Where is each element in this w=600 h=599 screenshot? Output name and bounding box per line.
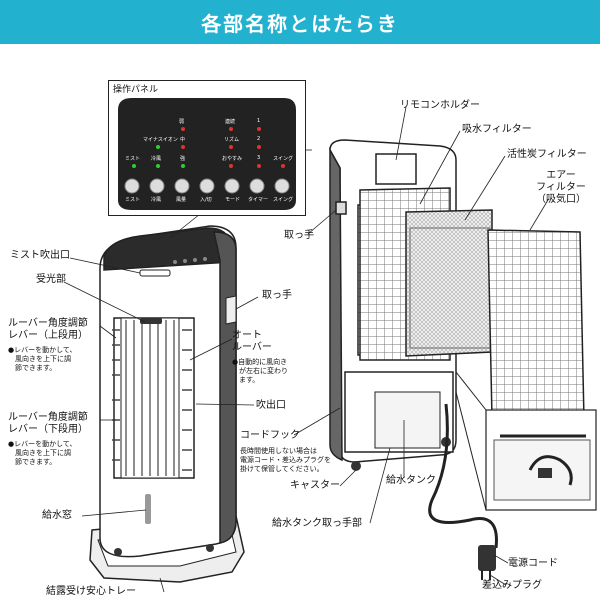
panel-button-power[interactable]: 入/切	[200, 197, 212, 203]
label-louver-upper: ルーバー角度調節 レバー（上段用）	[8, 318, 88, 341]
panel-button-mist[interactable]: ミスト	[125, 197, 141, 203]
panel-button-fan[interactable]: 風量	[176, 197, 187, 203]
label-air-filter: エアー フィルター （吸気口）	[536, 170, 586, 205]
label-mist-outlet: ミスト吹出口	[10, 250, 70, 261]
panel-button-cool[interactable]: 冷風	[151, 197, 162, 203]
panel-label-sleep: おやすみ	[222, 156, 243, 162]
note-auto-louver: ●自動的に風向き が左右に変わり ます。	[232, 358, 288, 384]
panel-label-1: 1	[257, 118, 261, 124]
label-water-tank: 給水タンク	[386, 475, 436, 486]
front-louvers	[125, 320, 175, 476]
label-water-window: 給水窓	[42, 510, 72, 521]
label-power-cord: 電源コード	[508, 558, 558, 569]
panel-label-ion: マイナスイオン	[143, 137, 178, 143]
panel-label-continuous: 連続	[225, 119, 236, 125]
plug-shape	[478, 545, 496, 571]
front-unit	[89, 225, 245, 583]
panel-label-rhythm: リズム	[224, 137, 240, 143]
label-auto-louver: オート ルーバー	[232, 330, 272, 353]
label-plug: 差込みプラグ	[482, 580, 542, 591]
note-louver-lower: ●レバーを動かして、 風向きを上下に調 節できます。	[8, 440, 77, 466]
label-tank-handle: 給水タンク取っ手部	[272, 518, 362, 529]
note-cord-hook: 長時間使用しない場合は 電源コード・差込みプラグを 掛けて保管してください。	[240, 447, 331, 473]
air-filter	[487, 229, 585, 421]
receiver	[140, 318, 162, 324]
panel-label-weak: 弱	[179, 119, 185, 125]
label-handle-back: 取っ手	[284, 230, 314, 241]
label-cord-hook: コードフック	[240, 430, 300, 441]
panel-button-mode[interactable]: モード	[225, 197, 241, 203]
panel-label-mid: 中	[180, 137, 186, 143]
label-remote-holder: リモコンホルダー	[400, 100, 480, 111]
label-carbon-filter: 活性炭フィルター	[507, 149, 587, 160]
label-handle-front: 取っ手	[262, 290, 292, 301]
front-handle	[225, 295, 237, 325]
label-receiver: 受光部	[36, 274, 66, 285]
mist-outlet	[139, 269, 171, 277]
water-window	[145, 494, 151, 524]
label-caster: キャスター	[290, 480, 340, 491]
front-louver-levers	[112, 329, 192, 471]
panel-label-swing: スイング	[273, 156, 294, 162]
note-louver-upper: ●レバーを動かして、 風向きを上下に調 節できます。	[8, 346, 77, 372]
panel-label-strong: 強	[180, 156, 186, 162]
carbon-filter	[405, 209, 493, 357]
label-tray: 結露受け安心トレー	[46, 586, 136, 597]
label-outlet: 吹出口	[256, 400, 286, 411]
panel-label-2: 2	[257, 136, 261, 142]
label-louver-lower: ルーバー角度調節 レバー（下段用）	[8, 412, 88, 435]
label-water-filter: 吸水フィルター	[462, 124, 532, 135]
page-title: 各部名称とはたらき	[0, 0, 600, 44]
panel-label-3: 3	[257, 155, 261, 161]
panel-label-cool: 冷風	[151, 156, 162, 162]
panel-button-swing[interactable]: スイング	[273, 197, 294, 203]
panel-label-mist: ミスト	[125, 156, 141, 162]
panel-button-timer[interactable]: タイマー	[248, 197, 269, 203]
control-panel-title: 操作パネル	[113, 85, 159, 95]
